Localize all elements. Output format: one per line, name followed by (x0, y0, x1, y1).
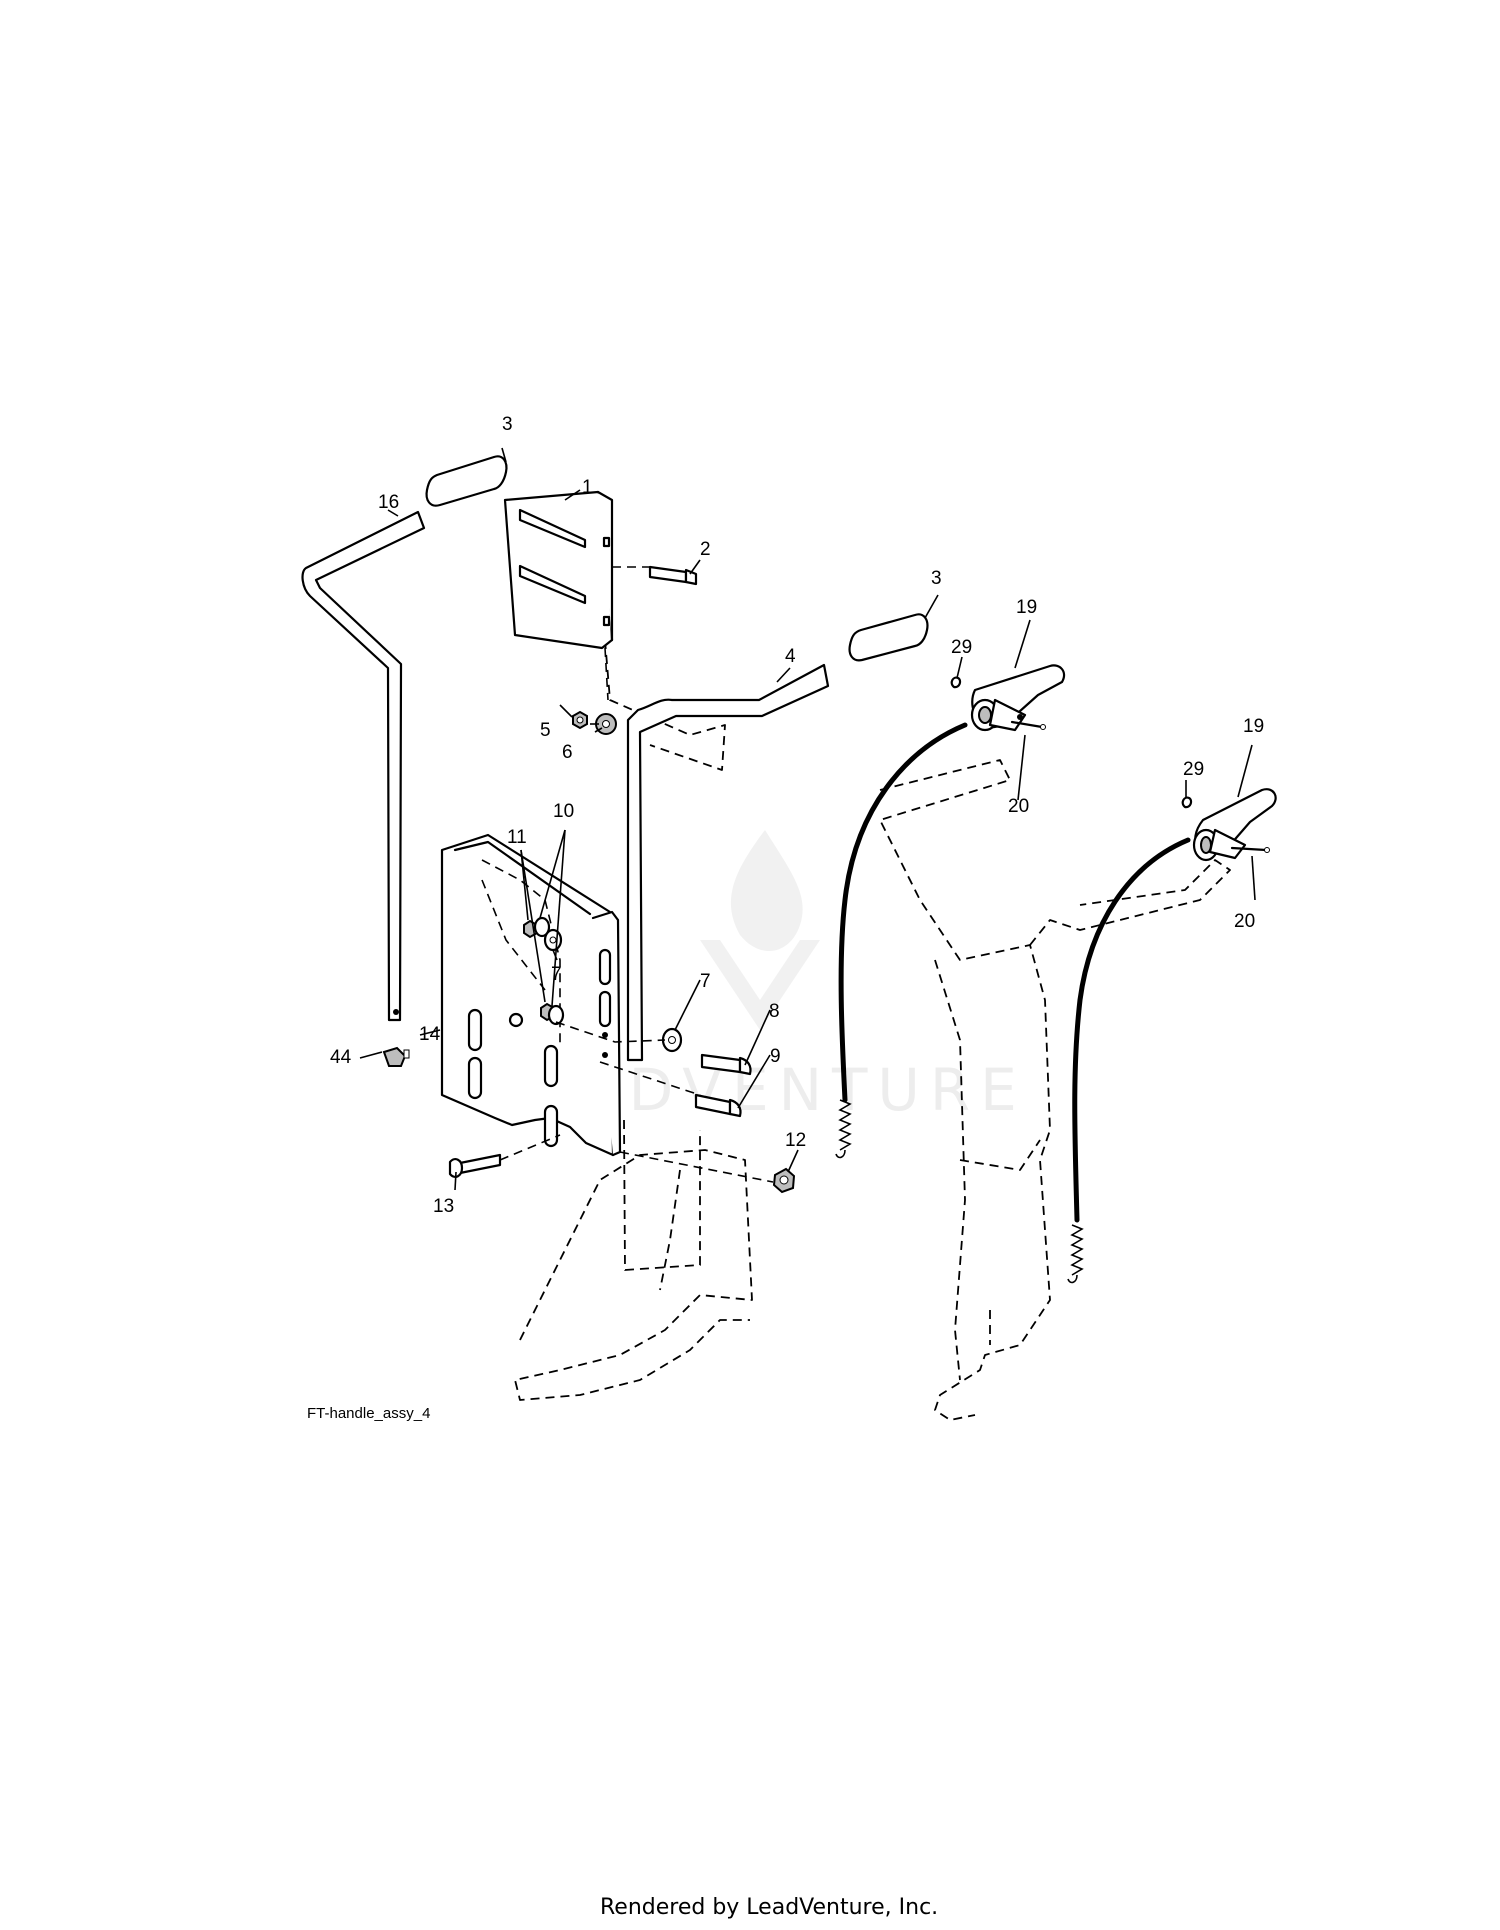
ghost-frame-right (879, 759, 1231, 1421)
footer-credit: Rendered by LeadVenture, Inc. (600, 1895, 938, 1920)
label-13: 13 (433, 1196, 454, 1217)
grip-sleeve-3-right (848, 613, 929, 662)
callout-labels: 3 16 1 2 3 19 4 29 5 6 20 19 10 11 29 7 … (330, 414, 1264, 1217)
ghost-frame-left (514, 639, 753, 1401)
label-20-right: 20 (1234, 911, 1255, 932)
label-10: 10 (553, 801, 574, 822)
bolt-2 (648, 565, 698, 586)
label-44: 44 (330, 1047, 352, 1068)
label-29-right: 29 (1183, 759, 1204, 780)
label-16: 16 (378, 492, 399, 513)
label-3: 3 (502, 414, 513, 435)
label-7-right: 7 (700, 971, 711, 992)
label-14: 14 (419, 1024, 441, 1045)
label-20: 20 (1008, 796, 1029, 817)
label-19-right: 19 (1243, 716, 1264, 737)
grip-sleeve-3-left (425, 455, 508, 507)
label-19: 19 (1016, 597, 1037, 618)
bracket-plate-1 (503, 490, 614, 650)
clip-44 (382, 1046, 410, 1067)
label-6: 6 (562, 742, 573, 763)
retainer-29-left (950, 676, 962, 689)
pin-20-right (1230, 846, 1270, 853)
assembly-lines (499, 566, 774, 1183)
nut-12 (772, 1167, 796, 1194)
leader-lines (359, 447, 1256, 1191)
carriage-bolt-13 (448, 1153, 502, 1178)
label-29: 29 (951, 637, 972, 658)
mounting-bracket-14 (440, 833, 622, 1157)
label-1: 1 (582, 477, 593, 498)
label-8: 8 (769, 1001, 780, 1022)
control-lever-4 (626, 663, 830, 1062)
control-handle-19-right (1192, 788, 1277, 862)
label-9: 9 (770, 1046, 781, 1067)
bolt-8 (700, 1053, 752, 1076)
label-7: 7 (551, 964, 562, 985)
control-cable-right (1067, 837, 1191, 1284)
control-cable-left (835, 722, 968, 1159)
figure-id: FT-handle_assy_4 (307, 1405, 430, 1422)
label-4: 4 (785, 646, 796, 667)
label-11: 11 (507, 827, 527, 848)
label-12: 12 (785, 1130, 806, 1151)
handle-bar-16 (301, 510, 426, 1022)
nut-5 (572, 710, 588, 730)
washer-10 (533, 916, 565, 1026)
bolt-9 (694, 1093, 742, 1118)
label-2: 2 (700, 539, 711, 560)
label-5: 5 (540, 720, 551, 741)
pin-20-left (1010, 720, 1046, 730)
control-handle-19-left (970, 664, 1066, 732)
retainer-29-right (1181, 796, 1193, 809)
label-3-right: 3 (931, 568, 942, 589)
